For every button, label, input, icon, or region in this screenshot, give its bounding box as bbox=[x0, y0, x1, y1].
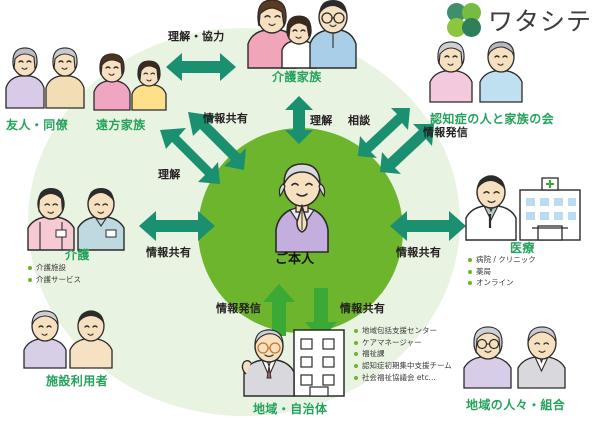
arrow-label-info-sharing-left: 情報共有 bbox=[146, 246, 192, 259]
family-three-people-icon bbox=[240, 0, 360, 69]
arrow-label-info-sharing-bottom: 情報共有 bbox=[340, 302, 386, 315]
distant-family-icon bbox=[92, 52, 178, 111]
center-label: ご本人 bbox=[275, 252, 315, 267]
facility-users-icon bbox=[22, 310, 132, 369]
arrow-label-understanding-top: 理解 bbox=[310, 114, 333, 127]
medical-item: オンライン bbox=[468, 277, 536, 289]
arrow-label-info-sharing-right: 情報共有 bbox=[396, 246, 442, 259]
arrow-label-info-dissemination-bottom: 情報発信 bbox=[216, 302, 262, 315]
arrow-label-understanding-left: 理解 bbox=[158, 168, 181, 181]
local-government-item: 福祉課 bbox=[354, 348, 452, 360]
arrow-info-sharing-left bbox=[139, 209, 215, 243]
official-and-building-icon bbox=[238, 329, 348, 397]
arrow-understanding-left bbox=[160, 128, 220, 188]
arrow-label-info-dissemination-right: 情報発信 bbox=[423, 126, 469, 139]
care-item: 介護施設 bbox=[28, 262, 81, 274]
node-label-local-people: 地域の人々・組合 bbox=[466, 398, 566, 412]
node-label-dementia-association: 認知症の人と家族の会 bbox=[430, 112, 555, 126]
local-residents-icon bbox=[462, 326, 582, 389]
brand-logo[interactable]: ワタシテ bbox=[446, 2, 592, 38]
arrow-label-info-sharing-upper-left: 情報共有 bbox=[203, 112, 249, 125]
medical-item: 病院 / クリニック bbox=[468, 254, 536, 266]
node-label-friends-colleagues: 友人・同僚 bbox=[6, 118, 69, 132]
local-government-item: 地域包括支援センター bbox=[354, 325, 452, 337]
node-label-local-government: 地域・自治体 bbox=[253, 402, 328, 416]
arrow-info-dissemination-right bbox=[380, 122, 434, 174]
node-label-caregiving-family: 介護家族 bbox=[272, 70, 322, 84]
node-label-distant-family: 遠方家族 bbox=[96, 118, 146, 132]
medical-item: 薬局 bbox=[468, 266, 536, 278]
medical-items: 病院 / クリニック 薬局 オンライン bbox=[468, 254, 536, 289]
arrow-consultation bbox=[358, 108, 410, 158]
local-government-item: 社会福祉協議会 etc... bbox=[354, 372, 452, 384]
arrow-info-dissemination-bottom bbox=[262, 284, 296, 336]
arrow-info-sharing-upper-left bbox=[186, 110, 248, 172]
four-circle-clover-icon bbox=[446, 3, 481, 37]
arrow-label-understanding-cooperation: 理解・協力 bbox=[168, 30, 225, 43]
local-government-item: ケアマネージャー bbox=[354, 337, 452, 349]
friends-group-icon bbox=[4, 46, 90, 109]
elderly-woman-praying-icon bbox=[256, 160, 348, 253]
elderly-couple-icon bbox=[428, 40, 538, 103]
brand-logo-text: ワタシテ bbox=[487, 7, 592, 36]
care-items: 介護施設 介護サービス bbox=[28, 262, 81, 285]
caregiver-staff-icon bbox=[26, 188, 136, 251]
arrow-info-sharing-right bbox=[390, 209, 466, 243]
node-label-facility-users: 施設利用者 bbox=[46, 374, 109, 388]
doctor-and-hospital-icon bbox=[464, 175, 594, 241]
local-government-item: 認知症初期集中支援チーム bbox=[354, 360, 452, 372]
node-label-care: 介護 bbox=[65, 248, 90, 262]
arrow-label-consultation: 相談 bbox=[348, 114, 371, 127]
local-government-items: 地域包括支援センター ケアマネージャー 福祉課 認知症初期集中支援チーム 社会福… bbox=[354, 325, 452, 383]
node-label-medical: 医療 bbox=[510, 241, 535, 255]
care-item: 介護サービス bbox=[28, 274, 81, 286]
arrow-info-sharing-bottom bbox=[304, 288, 338, 340]
arrow-understanding-top bbox=[284, 96, 314, 144]
arrow-understanding-cooperation bbox=[166, 50, 236, 84]
